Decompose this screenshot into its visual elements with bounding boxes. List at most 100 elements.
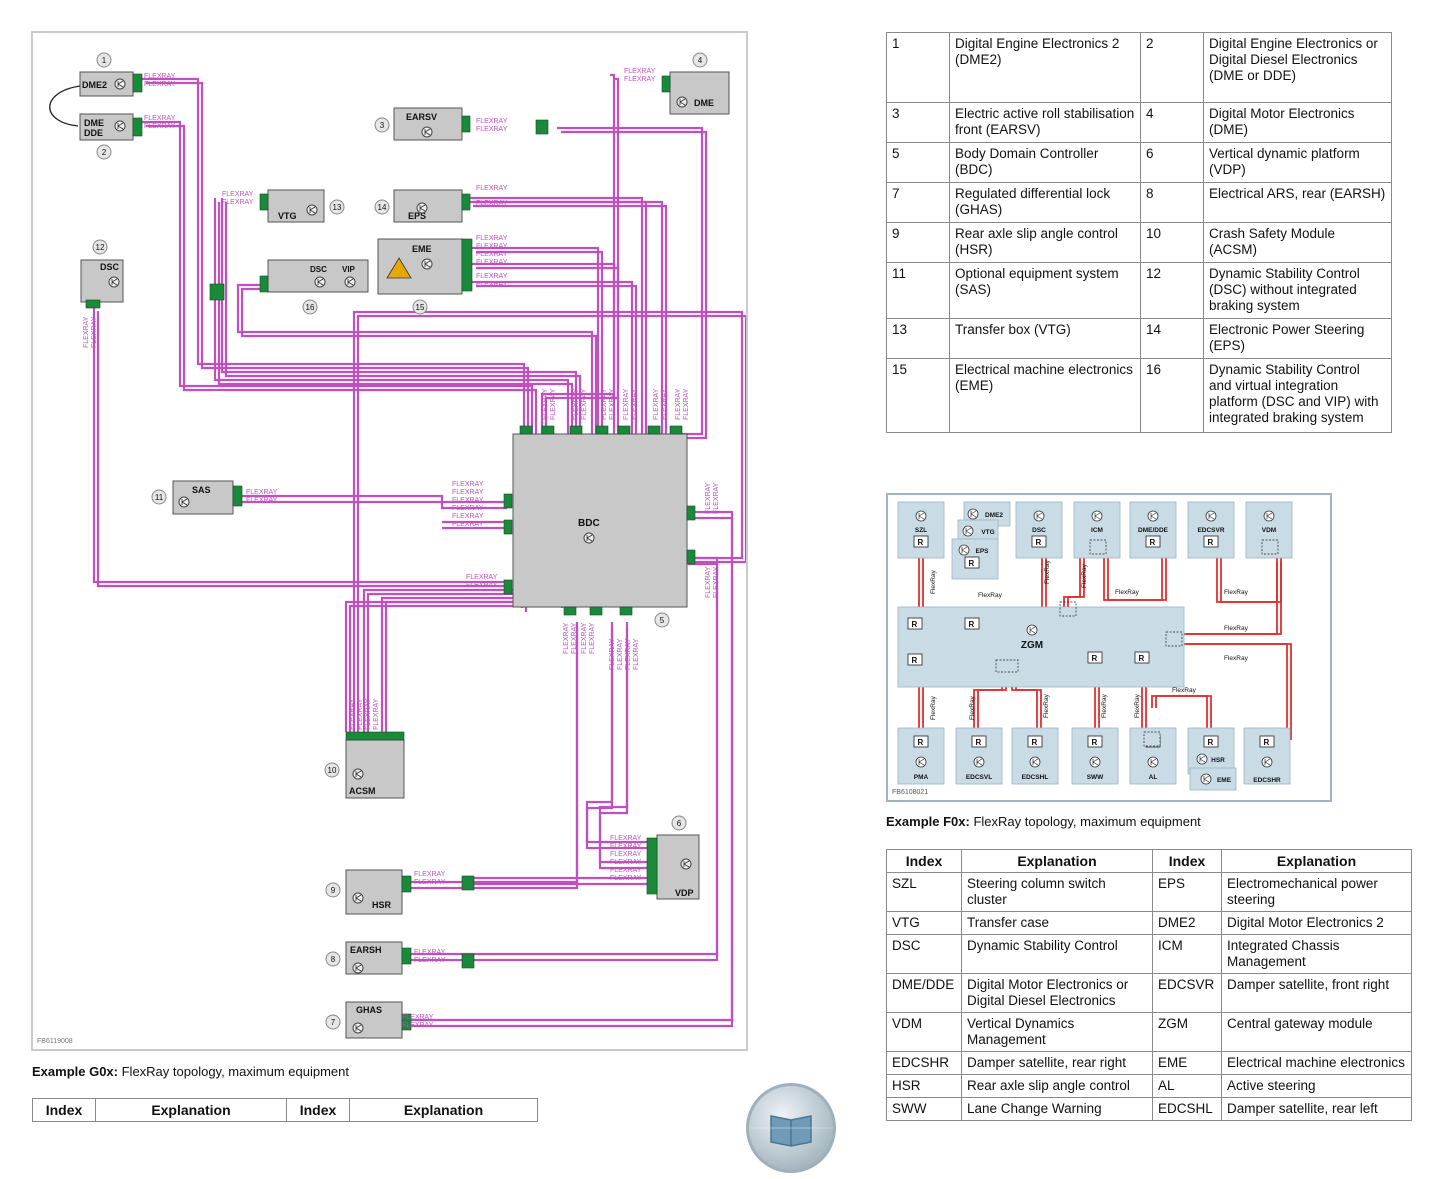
index-cell: ICM — [1152, 934, 1222, 974]
ecu-label: HSR — [372, 900, 392, 910]
resistor-r-label: R — [1032, 738, 1038, 747]
ecu-icon — [680, 858, 692, 870]
flexray-wire — [224, 202, 582, 438]
flexray-label: FlexRay — [1224, 625, 1249, 632]
ecu-icon-glyph — [1199, 755, 1206, 763]
flexray-wire — [236, 283, 594, 434]
ecu-icon — [915, 510, 927, 522]
flexray-label: FlexRay — [1101, 693, 1108, 718]
flexray-label: FLEXRAY — [601, 388, 608, 420]
resistor-r-box — [964, 556, 980, 569]
explanation-cell: Digital Engine Electronics or Digital Di… — [1203, 32, 1392, 103]
ecu-icon-glyph — [424, 260, 431, 268]
index-cell: EPS — [1152, 872, 1222, 912]
ecu-icon-glyph — [355, 770, 362, 778]
ecu-icon — [1205, 510, 1217, 522]
resistor-r-box — [971, 735, 987, 748]
flexray-label: FLEXRAY — [705, 482, 712, 514]
flexray-wire — [217, 202, 574, 438]
connector-block — [259, 275, 269, 293]
flexray-label: FlexRay — [1115, 589, 1140, 596]
flexray-wire — [234, 500, 507, 510]
ecu-icon-glyph — [117, 122, 124, 130]
flexray-label: FlexRay — [930, 569, 937, 594]
ecu-label: HSR — [1211, 757, 1225, 764]
flexray-label: FLEXRAY — [144, 123, 176, 130]
flexray-label: FLEXRAY — [414, 879, 446, 886]
flexray-wire — [402, 516, 734, 1028]
connector-block — [503, 493, 513, 509]
index-badge-number: 16 — [306, 303, 315, 312]
flexray-label: FLEXRAY — [144, 115, 176, 122]
flexray-label: FLEXRAY — [550, 388, 557, 420]
explanation-cell: Electronic Power Steering (EPS) — [1203, 318, 1392, 359]
ecu-icon-glyph — [1036, 512, 1043, 520]
f0x-figure-code: FB6108021 — [892, 789, 929, 796]
ecu-icon — [1026, 624, 1038, 636]
connector-block — [461, 238, 473, 292]
resistor-r-box — [913, 535, 929, 548]
flexray-label: FlexRay — [1043, 693, 1050, 718]
index-cell: EDCSVR — [1152, 973, 1222, 1013]
explanation-cell: Electrical machine electronics — [1221, 1051, 1412, 1075]
index-badge — [325, 951, 341, 967]
ecu-icon — [1033, 510, 1045, 522]
header-explanation-1: Explanation — [95, 1098, 287, 1122]
resistor-r-label: R — [1208, 738, 1214, 747]
resistor-r-box — [1134, 651, 1150, 664]
resistor-r-label: R — [918, 738, 924, 747]
index-badge-number: 11 — [155, 493, 164, 502]
bdc-label: BDC — [578, 518, 600, 529]
index-cell: 9 — [886, 222, 950, 263]
ecu-icon-glyph — [117, 80, 124, 88]
index-badge-number: 5 — [660, 616, 665, 625]
index-cell: VDM — [886, 1012, 962, 1052]
connector-block — [132, 73, 143, 93]
ecu-icon-glyph — [111, 278, 118, 286]
index-cell: 12 — [1140, 262, 1204, 319]
flexray-label: FLEXRAY — [653, 388, 660, 420]
g0x-caption-bold: Example G0x: — [32, 1064, 118, 1079]
index-badge-number: 9 — [331, 886, 336, 895]
index-badge — [92, 239, 108, 255]
header-index-2: Index — [1152, 849, 1222, 873]
flexray-label: FLEXRAY — [609, 388, 616, 420]
flexray-wire — [142, 120, 534, 434]
explanation-cell: Digital Engine Electronics 2 (DME2) — [949, 32, 1141, 103]
index-cell: 1 — [886, 32, 950, 103]
ecu-icon — [1029, 756, 1041, 768]
flexray-label: FLEXRAY — [452, 521, 484, 528]
resistor-r-box — [1087, 735, 1103, 748]
flexray-label: FLEXRAY — [581, 622, 588, 654]
flexray-label: FLEXRAY — [633, 638, 640, 670]
header-index-1: Index — [32, 1098, 96, 1122]
flexray-label: FLEXRAY — [542, 388, 549, 420]
index-cell: 15 — [886, 358, 950, 433]
f0x-caption-bold: Example F0x: — [886, 814, 970, 829]
ecu-icon — [676, 96, 688, 108]
index-badge — [325, 882, 341, 898]
explanation-cell: Central gateway module — [1221, 1012, 1412, 1052]
index-badge-number: 12 — [96, 243, 105, 252]
flexray-label: FLEXRAY — [452, 505, 484, 512]
ecu-icon-glyph — [347, 278, 354, 286]
header-explanation-2: Explanation — [1221, 849, 1412, 873]
ecu-box-acsm — [345, 739, 405, 799]
ecu-icon-glyph — [1150, 512, 1157, 520]
connector-block — [669, 425, 683, 435]
resistor-r-label: R — [918, 538, 924, 547]
flexray-wire — [469, 200, 664, 434]
node-al — [1129, 727, 1177, 785]
index-cell: EDCSHL — [1152, 1097, 1222, 1121]
flexray-wire — [1107, 554, 1167, 601]
explanation-cell: Damper satellite, front right — [1221, 973, 1412, 1013]
ecu-icon-glyph — [1092, 758, 1099, 766]
al-port — [1143, 731, 1161, 747]
flexray-wire — [476, 250, 604, 438]
